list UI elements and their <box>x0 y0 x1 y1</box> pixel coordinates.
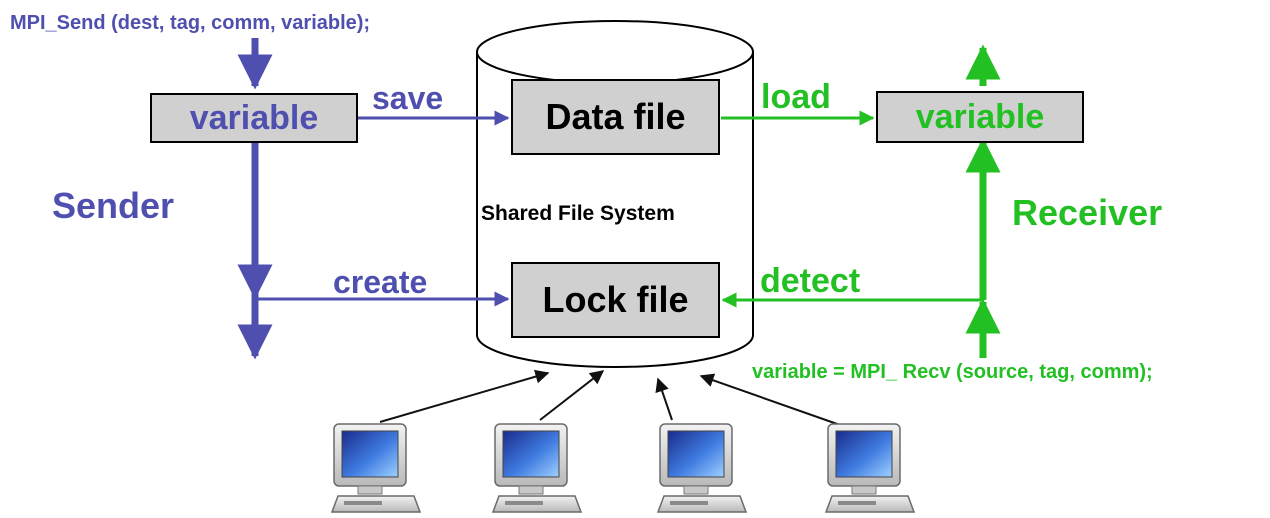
lock-file-label: Lock file <box>542 279 689 320</box>
sender-role-label: Sender <box>52 185 175 226</box>
mpi-send-call: MPI_Send (dest, tag, comm, variable); <box>10 12 371 34</box>
computer-icon <box>492 423 582 513</box>
shared-file-system-label: Shared File System <box>481 202 675 225</box>
receiver-variable-label: variable <box>915 97 1045 136</box>
save-label: save <box>372 80 444 116</box>
lock-file-box: Lock file <box>511 262 720 338</box>
receiver-role-label: Receiver <box>1012 192 1163 233</box>
sender-variable-label: variable <box>189 98 319 137</box>
receiver-variable-box: variable <box>876 91 1084 143</box>
computer-icon <box>657 423 747 513</box>
detect-label: detect <box>760 262 861 300</box>
mpi-recv-call: variable = MPI_ Recv (source, tag, comm)… <box>752 361 1153 383</box>
load-label: load <box>761 78 831 116</box>
sender-variable-box: variable <box>150 93 358 143</box>
sender-arrows <box>237 38 510 360</box>
data-file-label: Data file <box>545 96 686 137</box>
computer-icon <box>825 423 915 513</box>
receiver-arrows <box>721 44 1001 358</box>
create-label: create <box>333 264 428 300</box>
computer-access-arrows <box>379 369 841 426</box>
data-file-box: Data file <box>511 79 720 155</box>
computer-icon <box>331 423 421 513</box>
